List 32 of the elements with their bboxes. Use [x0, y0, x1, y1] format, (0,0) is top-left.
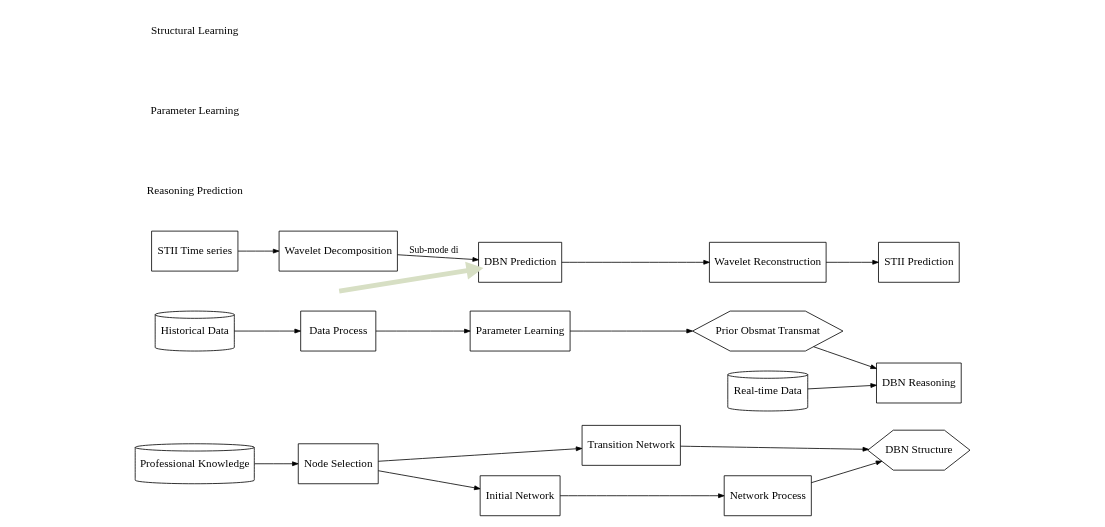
arrow — [813, 346, 877, 369]
arrow — [233, 328, 301, 334]
edge-label: Sub-mode di — [409, 244, 459, 256]
node-box: Wavelet Decomposition — [278, 230, 398, 272]
node-box: Node Selection — [297, 443, 379, 485]
node-box: Wavelet Reconstruction — [709, 241, 827, 283]
arrow — [397, 254, 479, 262]
arrow — [254, 461, 299, 467]
arrow — [375, 328, 471, 334]
arrow — [680, 445, 869, 452]
label: Reasoning Prediction — [146, 184, 243, 197]
node-box: Initial Network — [479, 475, 561, 517]
node-box: Network Process — [723, 475, 812, 517]
arrow — [559, 493, 725, 499]
label: Structural Learning — [151, 24, 239, 37]
arrow — [561, 259, 710, 265]
node-box: STII Prediction — [878, 241, 960, 283]
arrow — [378, 470, 481, 491]
arrow — [825, 259, 879, 265]
node-box: DBN Reasoning — [876, 362, 962, 404]
arrow — [807, 383, 877, 390]
arrow — [237, 248, 280, 254]
arrow — [811, 460, 883, 484]
label: Parameter Learning — [150, 104, 240, 117]
node-box: Transition Network — [581, 425, 681, 466]
node-box: STII Time series — [151, 230, 239, 272]
arrow — [338, 261, 484, 294]
node-box: DBN Prediction — [478, 241, 563, 283]
arrow — [377, 446, 583, 462]
node-box: Parameter Learning — [469, 310, 571, 352]
node-box: Data Process — [300, 310, 377, 352]
arrow — [569, 328, 693, 334]
